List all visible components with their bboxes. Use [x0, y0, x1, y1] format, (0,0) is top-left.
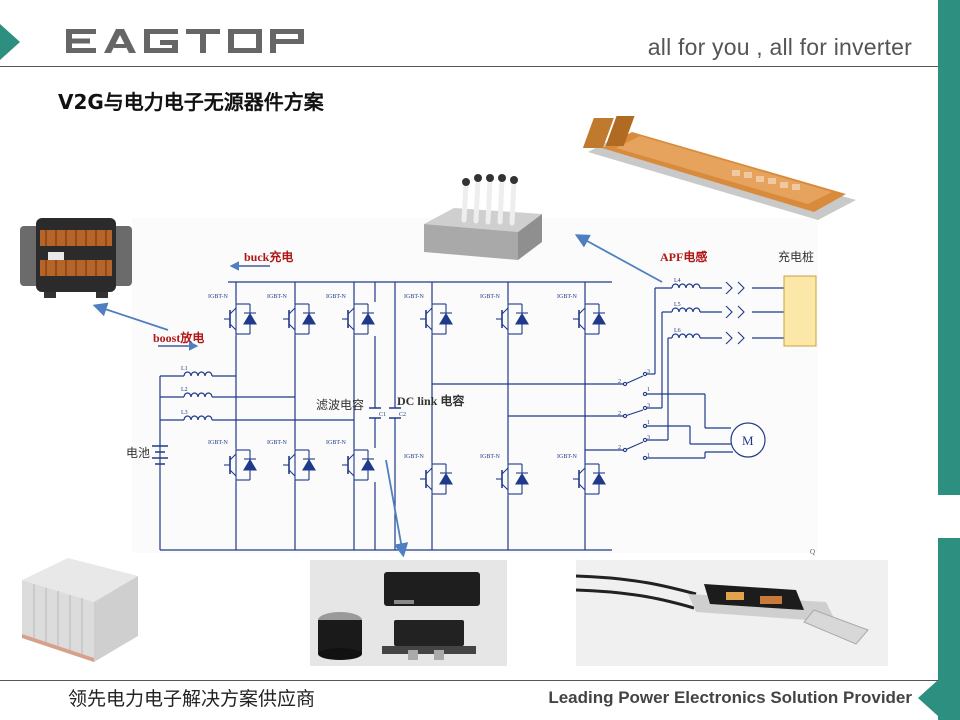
igbt-label-2: IGBT-N [267, 294, 287, 300]
buck-label: buck充电 [244, 249, 293, 264]
arrow-to-busbar [574, 234, 663, 283]
svg-text:1: 1 [647, 387, 650, 393]
igbt-modules [222, 302, 607, 496]
arrow-to-inductor [92, 302, 169, 331]
igbt-label-3: IGBT-N [326, 294, 346, 300]
battery-label: 电池 [126, 446, 150, 460]
filter-cap-label: 滤波电容 [316, 397, 364, 412]
battery-symbol [152, 445, 168, 465]
corner-mark: Q [810, 548, 815, 556]
dclink-cap-label: DC link 电容 [397, 393, 464, 408]
charging-pile-box [783, 275, 817, 347]
igbt-label-4: IGBT-N [208, 440, 228, 446]
svg-text:1: 1 [647, 420, 650, 426]
footer-divider [0, 680, 938, 681]
svg-text:3: 3 [647, 403, 650, 409]
igbt-module-1 [222, 302, 258, 336]
apf-label: APF电感 [660, 249, 707, 264]
svg-text:2: 2 [618, 379, 621, 385]
c1-label: C1 [379, 412, 386, 418]
motor-label: M [742, 433, 754, 448]
footer-chinese-slogan: 领先电力电子解决方案供应商 [68, 688, 316, 710]
charging-pile-label: 充电桩 [778, 249, 814, 264]
svg-text:2: 2 [618, 445, 621, 451]
footer-english-slogan: Leading Power Electronics Solution Provi… [548, 688, 912, 707]
igbt-module-3 [340, 302, 376, 336]
capacitor-product-photo [310, 560, 507, 666]
igbt-module-6 [340, 448, 376, 482]
l6-label: L6 [674, 328, 681, 334]
igbt-module-8 [494, 302, 530, 336]
igbt-module-11 [494, 462, 530, 496]
right-accent-bar-lower [938, 538, 960, 720]
l5-label: L5 [674, 302, 681, 308]
battery-product-photo [22, 558, 138, 662]
igbt-label-8: IGBT-N [480, 294, 500, 300]
svg-text:3: 3 [647, 369, 650, 375]
shunt-product-photo [576, 560, 888, 666]
igbt-module-7 [418, 302, 454, 336]
igbt-label-6: IGBT-N [326, 440, 346, 446]
igbt-label-10: IGBT-N [404, 454, 424, 460]
inductor-product-photo [20, 218, 132, 298]
igbt-module-10 [418, 462, 454, 496]
l3-label: L3 [181, 410, 188, 416]
diagram-background [132, 218, 818, 553]
igbt-label-9: IGBT-N [557, 294, 577, 300]
igbt-module-4 [222, 448, 258, 482]
c2-label: C2 [399, 412, 406, 418]
arrow-to-capacitors [385, 459, 409, 558]
capacitor-symbols [369, 407, 401, 419]
igbt-module-12 [571, 462, 607, 496]
footer-corner-triangle [918, 680, 938, 716]
connector-symbols [725, 281, 745, 345]
igbt-label-5: IGBT-N [267, 440, 287, 446]
header-tagline: all for you , all for inverter [647, 34, 912, 60]
igbt-label-7: IGBT-N [404, 294, 424, 300]
igbt-label-1: IGBT-N [208, 294, 228, 300]
motor-circle [730, 422, 766, 458]
igbt-module-5 [281, 448, 317, 482]
l2-label: L2 [181, 387, 188, 393]
svg-text:3: 3 [647, 435, 650, 441]
header-divider [0, 66, 938, 67]
inductor-coils [183, 283, 701, 421]
svg-text:1: 1 [647, 453, 650, 459]
igbt-module-9 [571, 302, 607, 336]
header-corner-triangle [0, 24, 20, 60]
slide-title: V2G与电力电子无源器件方案 [58, 90, 324, 114]
filter-product-photo [424, 174, 542, 260]
l1-label: L1 [181, 366, 188, 372]
igbt-label-12: IGBT-N [557, 454, 577, 460]
l4-label: L4 [674, 278, 681, 284]
boost-label: boost放电 [153, 330, 204, 345]
switch-pin-labels: 2 3 1 2 3 1 2 3 1 [618, 369, 650, 459]
busbar-product-photo [582, 116, 856, 220]
right-accent-bar [938, 0, 960, 495]
igbt-module-2 [281, 302, 317, 336]
selector-switches [622, 371, 648, 461]
svg-text:2: 2 [618, 411, 621, 417]
pointer-arrows [92, 234, 663, 558]
igbt-labels: IGBT-N IGBT-N IGBT-N IGBT-N IGBT-N IGBT-N IGBT… [208, 294, 577, 460]
igbt-label-11: IGBT-N [480, 454, 500, 460]
eagtop-logo [66, 29, 304, 53]
